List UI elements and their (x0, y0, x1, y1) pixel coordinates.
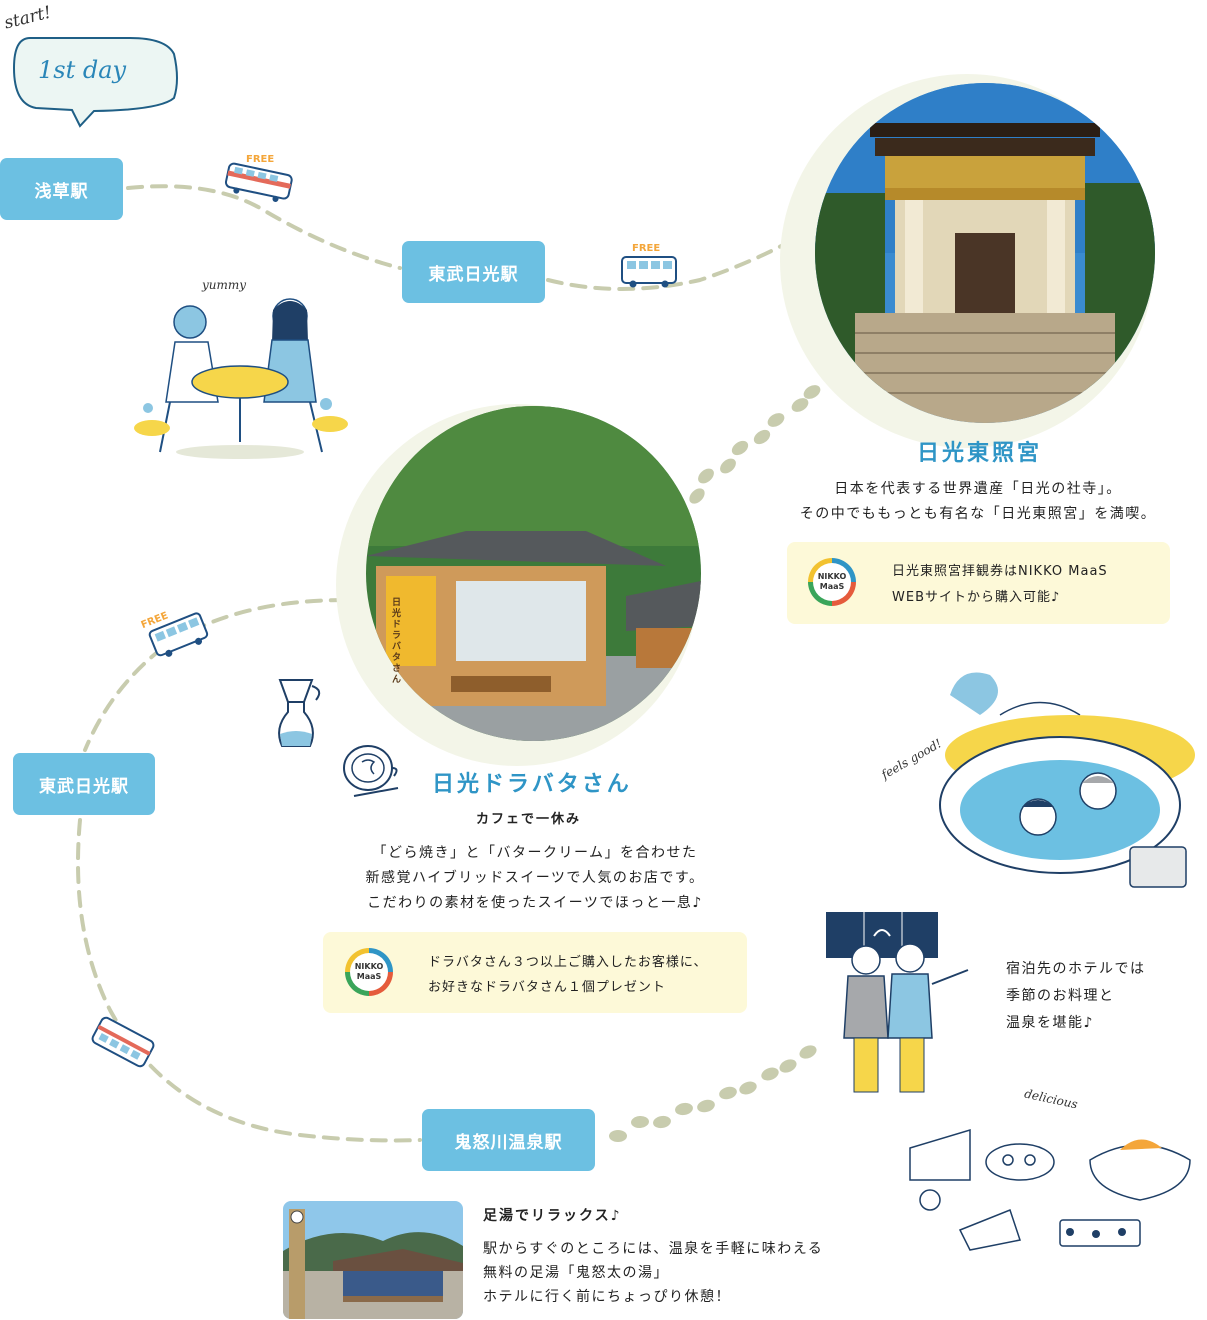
hotel-text-line3: 温泉を堪能♪ (1006, 1015, 1094, 1031)
footbath-line1: 駅からすぐのところには、温泉を手軽に味わえる (483, 1241, 824, 1257)
day-label: 1st day (38, 56, 127, 84)
station-tobu-nikko-2: 東武日光駅 (13, 753, 155, 815)
dorabata-maas-line1: ドラバタさん３つ以上ご購入したお客様に、 (428, 955, 708, 970)
footprints-lower (609, 1045, 817, 1142)
free-label-bus-1: FREE (632, 243, 660, 254)
dorabata-description-line1: 「どら焼き」と「バタークリーム」を合わせた (372, 845, 698, 861)
footbath-title: 足湯でリラックス♪ (483, 1208, 622, 1224)
station-tobu-nikko-1: 東武日光駅 (402, 241, 545, 303)
toshogu-photo (815, 83, 1155, 423)
station-kinugawa-onsen: 鬼怒川温泉駅 (422, 1109, 595, 1171)
toshogu-maas-line2: WEBサイトから購入可能♪ (892, 590, 1061, 605)
free-bus-icon-1: FREE (621, 243, 677, 288)
toshogu-title: 日光東照宮 (917, 441, 1043, 466)
dorabata-maas-box (323, 932, 747, 1013)
day-speech-bubble (12, 37, 178, 128)
route-tobu-kinugawa (76, 818, 422, 1143)
toshogu-description-line2: その中でももっとも有名な「日光東照宮」を満喫。 (799, 506, 1157, 522)
dorabata-maas-line2: お好きなドラバタさん１個プレゼント (428, 980, 666, 995)
route-asakusa-tobu (126, 184, 402, 270)
dorabata-description-line2: 新感覚ハイブリッドスイーツで人気のお店です。 (365, 870, 705, 886)
toshogu-maas-line1: 日光東照宮拝観券はNIKKO MaaS (892, 564, 1108, 579)
dorabata-sign-text: 日光ドラバタさん (392, 598, 402, 685)
coffee-dripper-icon (278, 679, 321, 747)
route-dorabata-tobu (83, 598, 347, 752)
footbath-photo (283, 1201, 463, 1319)
logo-line2-2: MaaS (356, 972, 382, 981)
dorabata-photo (366, 406, 701, 741)
yummy-label: yummy (202, 278, 247, 292)
free-train-icon: FREE (224, 154, 293, 202)
free-bus-icon-2: FREE (140, 610, 209, 657)
hotel-text-line1: 宿泊先のホテルでは (1006, 961, 1146, 977)
hot-spring-illustration (939, 672, 1195, 888)
footbath-line2: 無料の足湯「鬼怒太の湯」 (483, 1265, 669, 1281)
japanese-food-illustration (909, 1128, 1191, 1251)
dorabata-subtitle: カフェで一休み (476, 812, 582, 827)
logo-line1: NIKKO (817, 572, 847, 581)
dorabata-title: 日光ドラバタさん (432, 772, 632, 797)
free-label-train: FREE (246, 154, 274, 165)
cafe-couple-illustration (134, 298, 348, 459)
hotel-couple-illustration (826, 912, 969, 1093)
footbath-line3: ホテルに行く前にちょっぴり休憩！ (483, 1289, 731, 1305)
hotel-text-line2: 季節のお料理と (1006, 988, 1115, 1004)
station-asakusa: 浅草駅 (0, 158, 123, 220)
toshogu-description-line1: 日本を代表する世界遺産「日光の社寺」。 (834, 481, 1122, 497)
logo-line2: MaaS (819, 582, 845, 591)
route-tobu-toshogu (546, 228, 812, 291)
train-icon-kinugawa (91, 1016, 155, 1068)
dorabata-description-line3: こだわりの素材を使ったスイーツでほっと一息♪ (367, 895, 703, 911)
footprints-upper (689, 368, 844, 504)
logo-line1-2: NIKKO (354, 962, 384, 971)
latte-cup-icon (343, 745, 399, 797)
